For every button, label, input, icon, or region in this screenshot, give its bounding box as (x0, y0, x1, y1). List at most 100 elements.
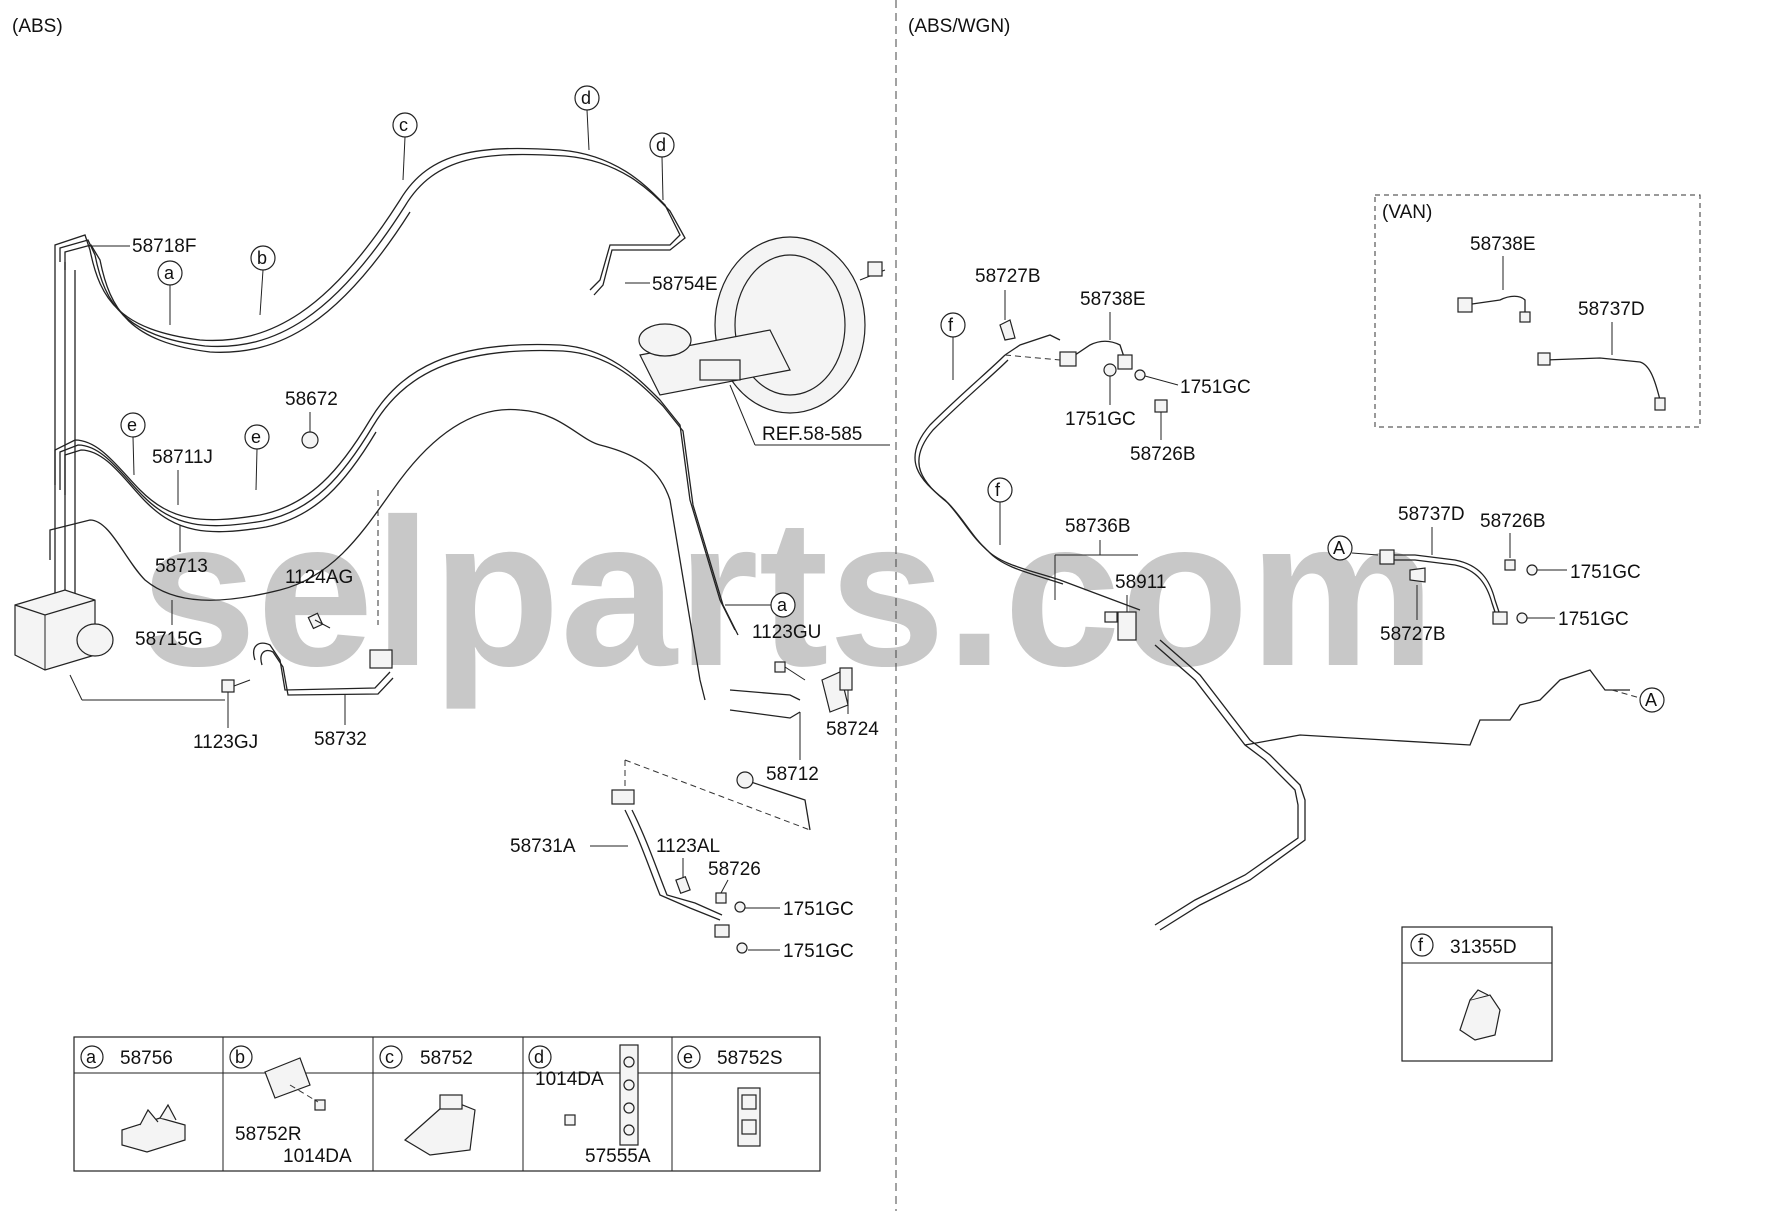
label-1751GC-5: 1751GC (1570, 562, 1641, 583)
svg-text:f: f (995, 480, 1001, 500)
label-58731A: 58731A (510, 836, 576, 857)
dash-58738E (1004, 354, 1061, 361)
legend-part-58752R: 58752R (235, 1124, 302, 1145)
left-part-labels: 58718F 58754E 58672 58711J 58713 58715G … (88, 236, 879, 962)
section-label-abs-wgn: (ABS/WGN) (908, 16, 1010, 37)
bracket-58724 (821, 667, 853, 713)
tube-58731A-feed (744, 779, 811, 831)
clip-58727B-2 (1409, 567, 1426, 583)
label-58726B-2: 58726B (1480, 511, 1546, 532)
svg-text:A: A (1333, 538, 1345, 558)
bolt-58726 (715, 892, 727, 904)
svg-text:f: f (948, 315, 954, 335)
legend-part-58752S: 58752S (717, 1048, 783, 1069)
right-part-labels: 58727B 58738E 1751GC 1751GC 58726B 58736… (975, 266, 1641, 645)
label-58911: 58911 (1115, 572, 1166, 593)
abs-feed-lines (54, 255, 76, 600)
rear-brake-line (914, 334, 1630, 931)
label-58726B-1: 58726B (1130, 444, 1196, 465)
svg-text:e: e (251, 427, 261, 447)
clip-58756-icon (121, 1103, 186, 1153)
legend-part-58752: 58752 (420, 1048, 473, 1069)
legend-letter-b: b (235, 1047, 245, 1067)
washer-1751GC-3 (1103, 363, 1117, 377)
label-58737D-2: 58737D (1578, 299, 1645, 320)
label-58754E: 58754E (652, 274, 718, 295)
svg-text:A: A (1645, 690, 1657, 710)
left-callouts: a b c d d e e a (120, 85, 796, 618)
label-1751GC-2: 1751GC (783, 941, 854, 962)
svg-text:d: d (656, 135, 666, 155)
hose-58737D (1379, 549, 1508, 625)
master-cylinder (638, 323, 791, 396)
bolt-1123GU (774, 661, 806, 681)
label-58672: 58672 (285, 389, 338, 410)
clip-58727B (999, 319, 1016, 341)
label-1751GC-1: 1751GC (783, 899, 854, 920)
legend-letter-f: f (1418, 935, 1424, 955)
svg-text:d: d (581, 88, 591, 108)
label-1123AL: 1123AL (656, 836, 720, 857)
bolt-58726B-2 (1504, 559, 1516, 571)
label-58712: 58712 (766, 764, 819, 785)
label-58738E-2: 58738E (1470, 234, 1536, 255)
washer-1751GC-5 (1526, 564, 1538, 576)
watermark: selparts.com (140, 475, 1436, 710)
abs-module (14, 589, 114, 671)
legend-part-1014DA-b: 1014DA (283, 1146, 352, 1167)
svg-text:c: c (399, 115, 408, 135)
label-58718F: 58718F (132, 236, 196, 257)
bolt-1123GJ (221, 679, 251, 693)
label-58737D-1: 58737D (1398, 504, 1465, 525)
legend-letter-e: e (683, 1047, 693, 1067)
svg-text:a: a (164, 263, 175, 283)
label-1124AG: 1124AG (285, 567, 353, 588)
legend-table-right: f 31355D (1401, 926, 1553, 1062)
label-58736B: 58736B (1065, 516, 1131, 537)
svg-text:b: b (257, 248, 267, 268)
label-ref-58-585: REF.58-585 (762, 424, 862, 445)
label-58715G: 58715G (135, 629, 203, 650)
label-58724: 58724 (826, 719, 879, 740)
section-label-abs: (ABS) (12, 16, 63, 37)
label-58738E-1: 58738E (1080, 289, 1146, 310)
label-58726: 58726 (708, 859, 761, 880)
legend-table-left: a 58756 b 58752R 1014DA c 58752 d 1014DA (73, 1036, 821, 1172)
bolt-58726B (1154, 399, 1168, 413)
label-1751GC-3: 1751GC (1180, 377, 1251, 398)
legend-part-58756: 58756 (120, 1048, 173, 1069)
legend-letter-a: a (86, 1047, 97, 1067)
tube-58712-b (729, 709, 801, 719)
clip-58672 (301, 431, 319, 449)
legend-part-57555A: 57555A (585, 1146, 651, 1167)
label-1123GU: 1123GU (752, 622, 821, 643)
label-58732: 58732 (314, 729, 367, 750)
label-58713: 58713 (155, 556, 208, 577)
legend-letter-d: d (534, 1047, 544, 1067)
legend-part-31355D: 31355D (1450, 937, 1517, 958)
clip-58752R-icon (264, 1057, 326, 1111)
brake-tube-upper (54, 147, 686, 353)
clip-57555A-icon (564, 1044, 639, 1146)
washer-1751GC-2 (736, 942, 748, 954)
right-callouts: f f A A (940, 312, 1665, 713)
label-1123GJ: 1123GJ (193, 732, 258, 753)
bolt-1123AL (675, 875, 691, 895)
ref-leader (729, 384, 756, 446)
label-1751GC-6: 1751GC (1558, 609, 1629, 630)
washer-1751GC-4 (1134, 369, 1146, 381)
bolt-1124AG (307, 612, 331, 630)
dash-58731A (624, 759, 811, 831)
van-inset: (VAN) 58738E 58737D (1374, 194, 1701, 428)
van-label: (VAN) (1382, 202, 1432, 223)
label-58727B-1: 58727B (975, 266, 1041, 287)
legend-part-1014DA-d: 1014DA (535, 1069, 604, 1090)
washer-1751GC-6 (1516, 612, 1528, 624)
svg-text:a: a (777, 595, 788, 615)
legend-letter-c: c (385, 1047, 394, 1067)
label-58711J: 58711J (152, 447, 213, 468)
brake-tube-middle (49, 343, 739, 701)
washer-1751GC-1 (734, 901, 746, 913)
label-58727B-2: 58727B (1380, 624, 1446, 645)
